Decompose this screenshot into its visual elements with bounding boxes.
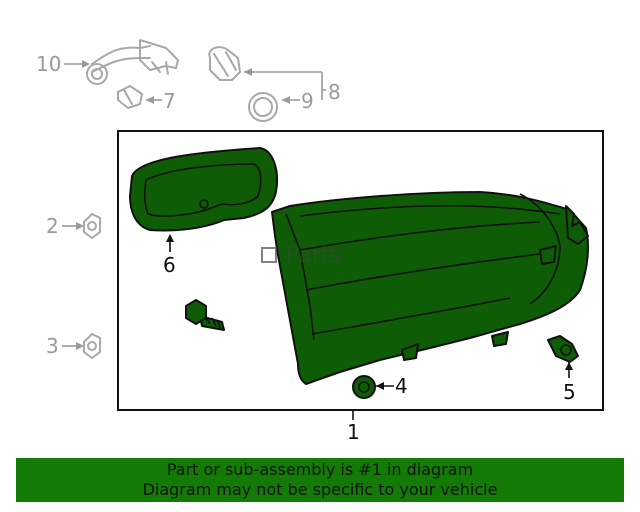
assembly-frame: [117, 130, 604, 411]
callouts: 10 7 8 9 2 3 6 4 5 1: [36, 52, 576, 444]
banner-line-1: Part or sub-assembly is #1 in diagram: [166, 460, 474, 479]
grey-leaders: [62, 60, 326, 350]
callout-4[interactable]: 4: [395, 374, 408, 398]
seal-part-9[interactable]: [248, 92, 278, 122]
callout-8[interactable]: 8: [328, 80, 341, 104]
watermark-logo-icon: [261, 247, 277, 263]
harness-part-10[interactable]: [86, 39, 179, 85]
clip-part-3[interactable]: [83, 333, 101, 359]
callout-9[interactable]: 9: [301, 89, 314, 113]
tail-lamp-part-1[interactable]: Parts: [261, 191, 589, 385]
info-banner: Part or sub-assembly is #1 in diagram Di…: [16, 458, 624, 502]
callout-6[interactable]: 6: [163, 253, 176, 277]
watermark-text: Parts: [286, 243, 341, 268]
grommet-part-4[interactable]: [352, 375, 376, 399]
callout-7[interactable]: 7: [163, 89, 176, 113]
callout-2[interactable]: 2: [46, 214, 59, 238]
callout-5[interactable]: 5: [563, 380, 576, 404]
clip-part-2[interactable]: [83, 213, 101, 239]
screw-part[interactable]: [185, 299, 225, 331]
banner-line-2: Diagram may not be specific to your vehi…: [142, 480, 498, 499]
gasket-part-6[interactable]: [129, 147, 278, 232]
callout-1[interactable]: 1: [347, 420, 360, 444]
bulb-part-7[interactable]: [117, 85, 143, 109]
bulb-socket-part-8[interactable]: [208, 46, 241, 81]
callout-3[interactable]: 3: [46, 334, 59, 358]
callout-10[interactable]: 10: [36, 52, 61, 76]
black-leaders: [166, 234, 573, 420]
clip-part-5[interactable]: [547, 335, 579, 363]
parts-diagram: Parts 10 7 8 9 2 3 6 4 5 1: [36, 39, 604, 444]
